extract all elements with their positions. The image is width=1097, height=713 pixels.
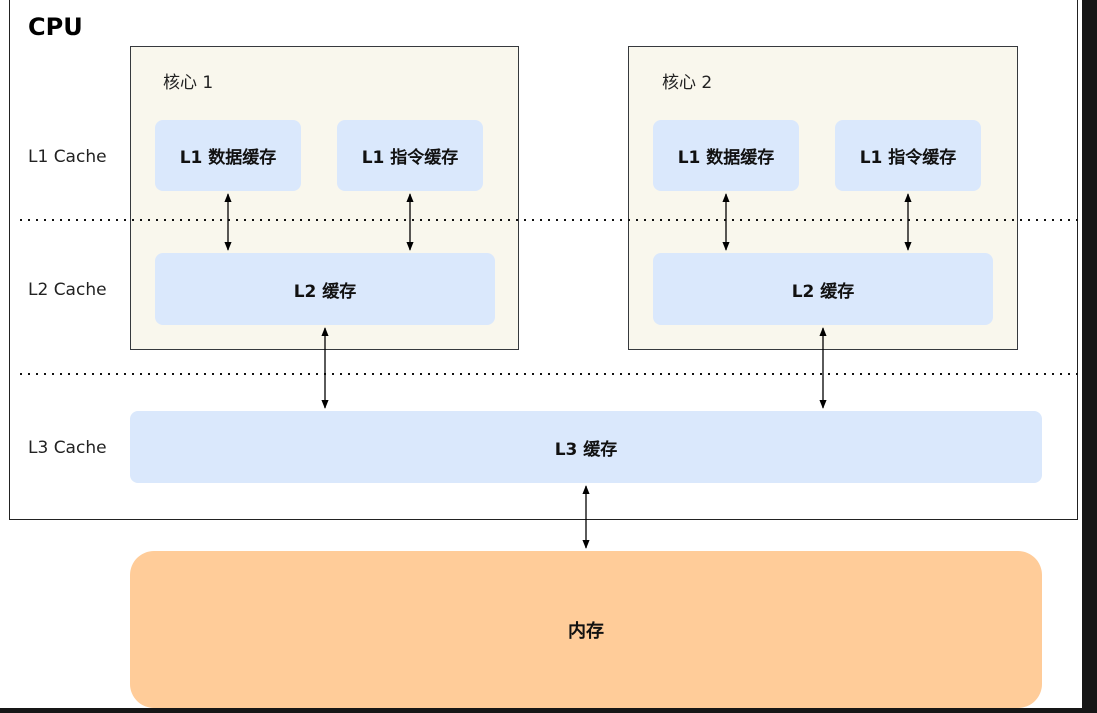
core-1-l2-cache: L2 缓存 xyxy=(155,253,495,325)
l3-cache-label: L3 Cache xyxy=(28,438,107,458)
core-2-l1-instruction-cache: L1 指令缓存 xyxy=(835,120,981,191)
core-2-l1-data-cache: L1 数据缓存 xyxy=(653,120,799,191)
core-1-l1-instruction-cache: L1 指令缓存 xyxy=(337,120,483,191)
memory-box: 内存 xyxy=(130,551,1042,708)
l2-cache-label: L2 Cache xyxy=(28,280,107,300)
core-1-label: 核心 1 xyxy=(163,73,214,93)
l1-cache-label: L1 Cache xyxy=(28,147,107,167)
core-2-l2-cache: L2 缓存 xyxy=(653,253,993,325)
core-1-l1-data-cache: L1 数据缓存 xyxy=(155,120,301,191)
cpu-title: CPU xyxy=(28,13,83,41)
l3-cache: L3 缓存 xyxy=(130,411,1042,483)
core-2-label: 核心 2 xyxy=(662,73,713,93)
